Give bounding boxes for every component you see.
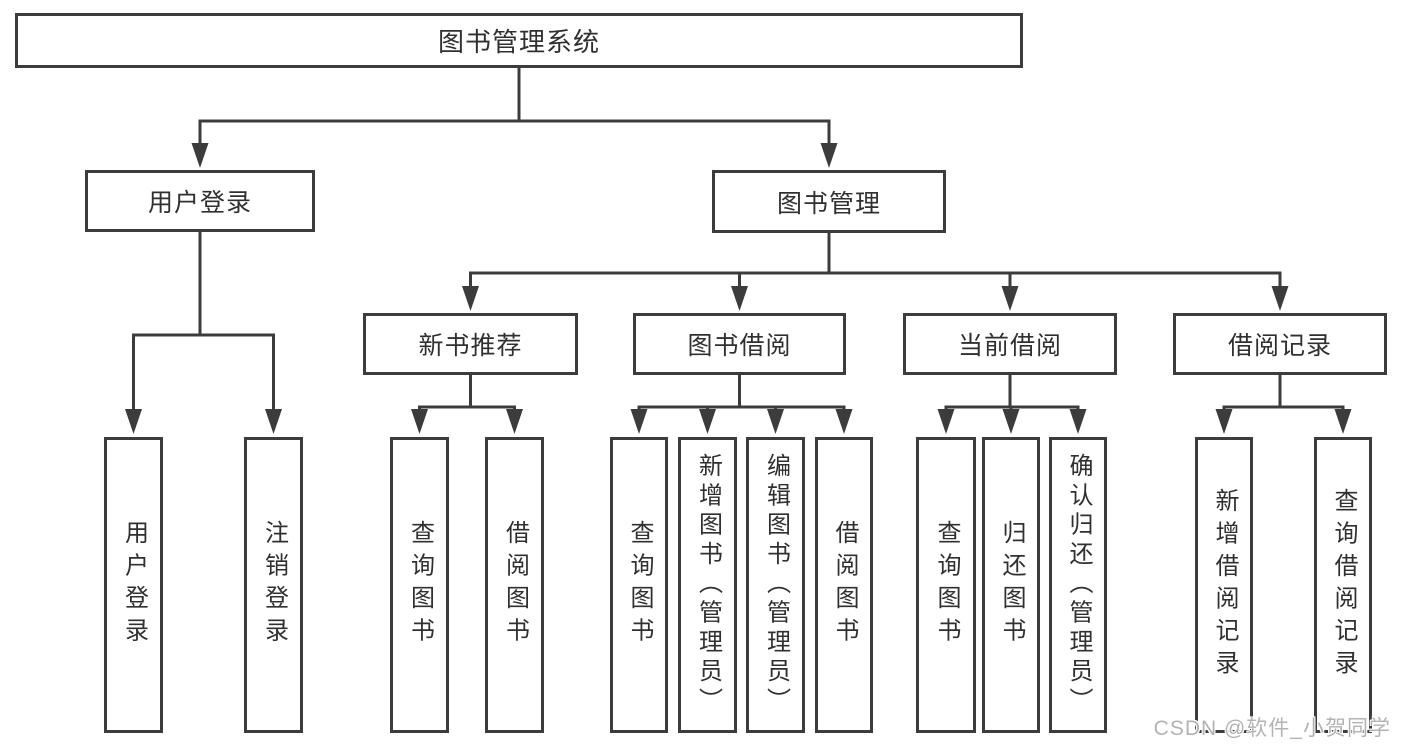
node-label: 图书管理系统 (437, 27, 600, 57)
leaf-confirm-return-admin: 确认归还（管理员） (1049, 437, 1107, 733)
leaf-label: 编辑图书（管理员） (762, 453, 790, 717)
node-label: 图书管理 (776, 189, 881, 218)
node-book-management: 图书管理 (712, 170, 946, 233)
leaf-query-books-borrowing: 查询图书 (610, 437, 668, 733)
leaf-label: 查询图书 (933, 520, 960, 650)
leaf-label: 注销登录 (260, 520, 288, 650)
leaf-label: 借阅图书 (501, 520, 529, 650)
node-library-management-system: 图书管理系统 (15, 13, 1023, 68)
node-user-login: 用户登录 (85, 170, 315, 232)
node-label: 新书推荐 (418, 332, 523, 360)
leaf-label: 查询图书 (626, 520, 653, 650)
leaf-label: 借阅图书 (831, 520, 858, 650)
leaf-return-books: 归还图书 (982, 437, 1040, 733)
leaf-borrow-books-recommend: 借阅图书 (485, 437, 544, 733)
leaf-label: 确认归还（管理员） (1065, 453, 1092, 717)
node-label: 图书借阅 (687, 332, 792, 360)
node-label: 借阅记录 (1227, 332, 1332, 360)
leaf-label: 归还图书 (998, 520, 1025, 650)
leaf-borrow-books: 借阅图书 (815, 437, 873, 733)
leaf-add-books-admin: 新增图书（管理员） (678, 437, 737, 733)
leaf-add-borrow-record: 新增借阅记录 (1195, 437, 1253, 733)
leaf-edit-books-admin: 编辑图书（管理员） (746, 437, 805, 733)
node-new-book-recommend: 新书推荐 (363, 313, 578, 375)
leaf-label: 查询图书 (406, 520, 434, 650)
node-current-borrowing: 当前借阅 (903, 313, 1117, 375)
leaf-user-login: 用户登录 (104, 437, 163, 733)
leaf-label: 查询借阅记录 (1330, 487, 1357, 683)
leaf-query-borrow-record: 查询借阅记录 (1314, 437, 1372, 733)
node-label: 用户登录 (147, 189, 252, 217)
node-borrow-records: 借阅记录 (1173, 313, 1387, 375)
leaf-logout: 注销登录 (244, 437, 303, 733)
leaf-query-books-recommend: 查询图书 (390, 437, 449, 733)
node-book-borrowing: 图书借阅 (633, 313, 846, 375)
csdn-watermark: CSDN @软件_小贺同学 (1153, 717, 1391, 740)
leaf-label: 新增借阅记录 (1211, 487, 1238, 683)
leaf-query-books-current: 查询图书 (916, 437, 976, 733)
leaf-label: 新增图书（管理员） (694, 453, 722, 717)
node-label: 当前借阅 (957, 332, 1062, 360)
leaf-label: 用户登录 (120, 520, 148, 650)
